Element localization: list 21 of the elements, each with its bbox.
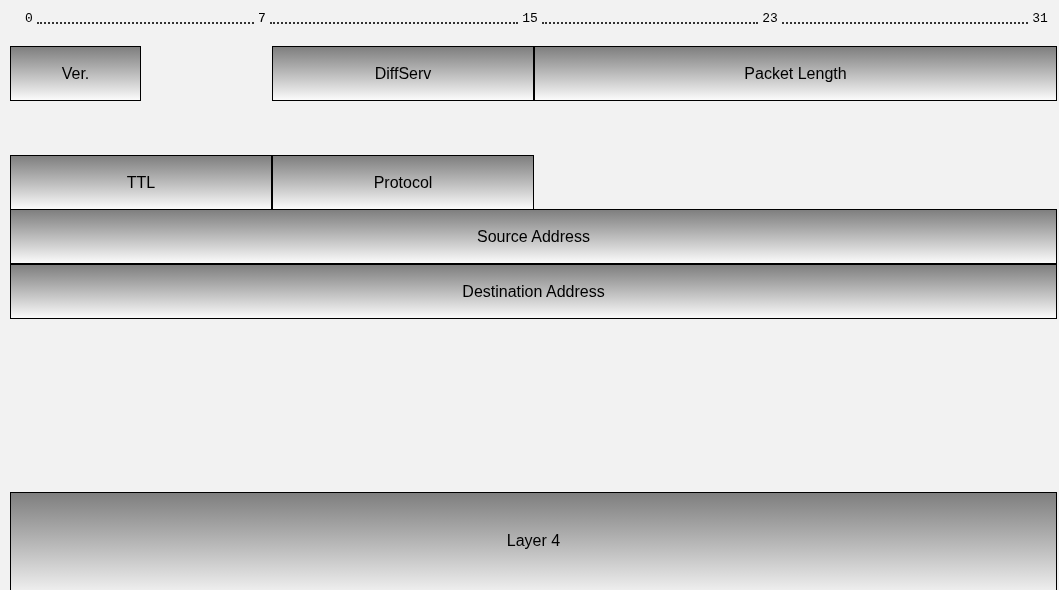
- field-label: DiffServ: [374, 63, 432, 84]
- field-label: Ver.: [61, 63, 90, 84]
- field-label: Destination Address: [462, 281, 605, 302]
- field-label: Layer 4: [506, 531, 561, 551]
- field-label: TTL: [126, 172, 156, 193]
- bit-number: 23: [762, 12, 778, 25]
- field-label: Protocol: [373, 172, 433, 193]
- bit-number: 0: [25, 12, 33, 25]
- field-box: [10, 155, 272, 210]
- field-box: [272, 46, 534, 101]
- field-box: [272, 155, 534, 210]
- field-label: Packet Length: [744, 63, 847, 84]
- field-box: [10, 209, 1057, 264]
- field-box: [534, 46, 1057, 101]
- field-box: [10, 46, 141, 101]
- field-label: Source Address: [477, 226, 590, 247]
- bit-number: 31: [1032, 12, 1048, 25]
- bit-number: 7: [258, 12, 266, 25]
- bit-number: 15: [522, 12, 538, 25]
- field-box: [10, 264, 1057, 319]
- field-box: [10, 492, 1057, 590]
